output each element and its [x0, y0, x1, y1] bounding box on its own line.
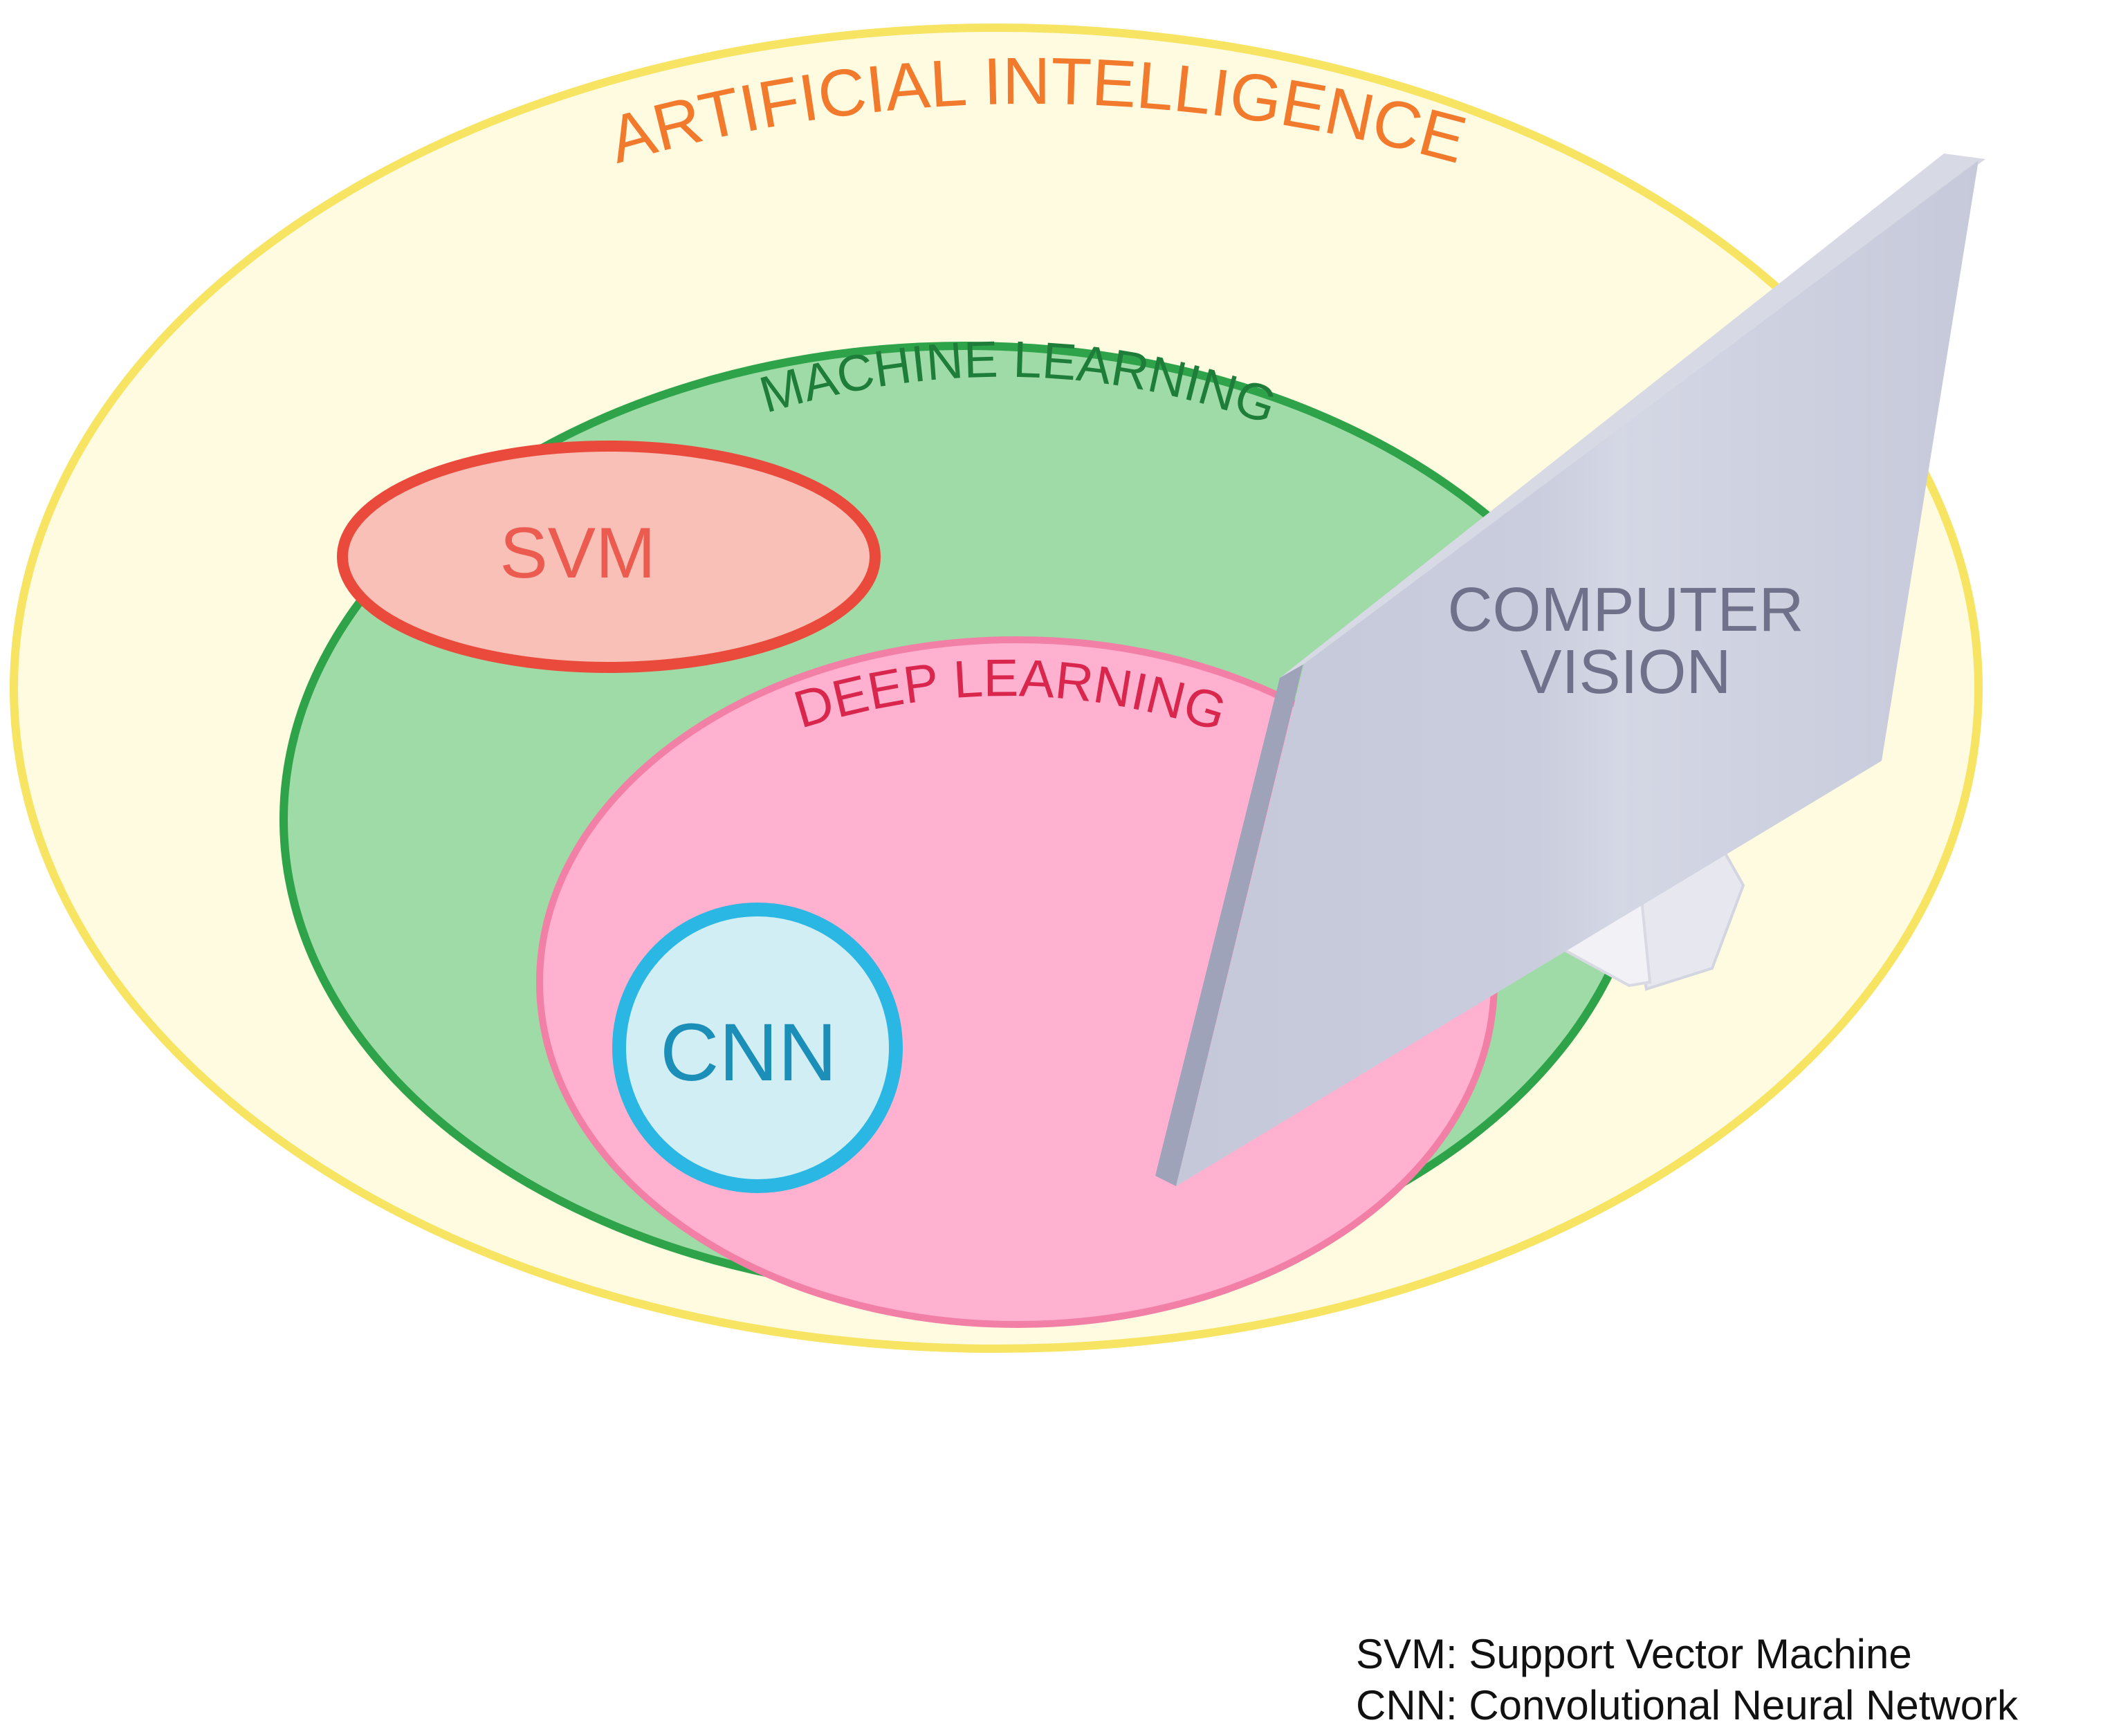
- monitor-top-edge: [1280, 154, 1985, 678]
- cv-label-line1: COMPUTER: [1448, 575, 1804, 645]
- legend: SVM: Support Vector Machine CNN: Convolu…: [1356, 1629, 2018, 1731]
- cnn-circle: [612, 903, 903, 1193]
- computer-monitor: [1155, 154, 1985, 1186]
- legend-cnn: CNN: Convolutional Neural Network: [1356, 1682, 2019, 1728]
- monitor-edge: [1155, 661, 1304, 1186]
- svm-ellipse: [337, 441, 881, 673]
- monitor-screen: [1176, 160, 1978, 1186]
- cnn-label: CNN: [660, 1007, 837, 1098]
- cv-label-line2: VISION: [1520, 638, 1731, 707]
- svm-label: SVM: [499, 513, 655, 593]
- legend-svm: SVM: Support Vector Machine: [1356, 1631, 1912, 1677]
